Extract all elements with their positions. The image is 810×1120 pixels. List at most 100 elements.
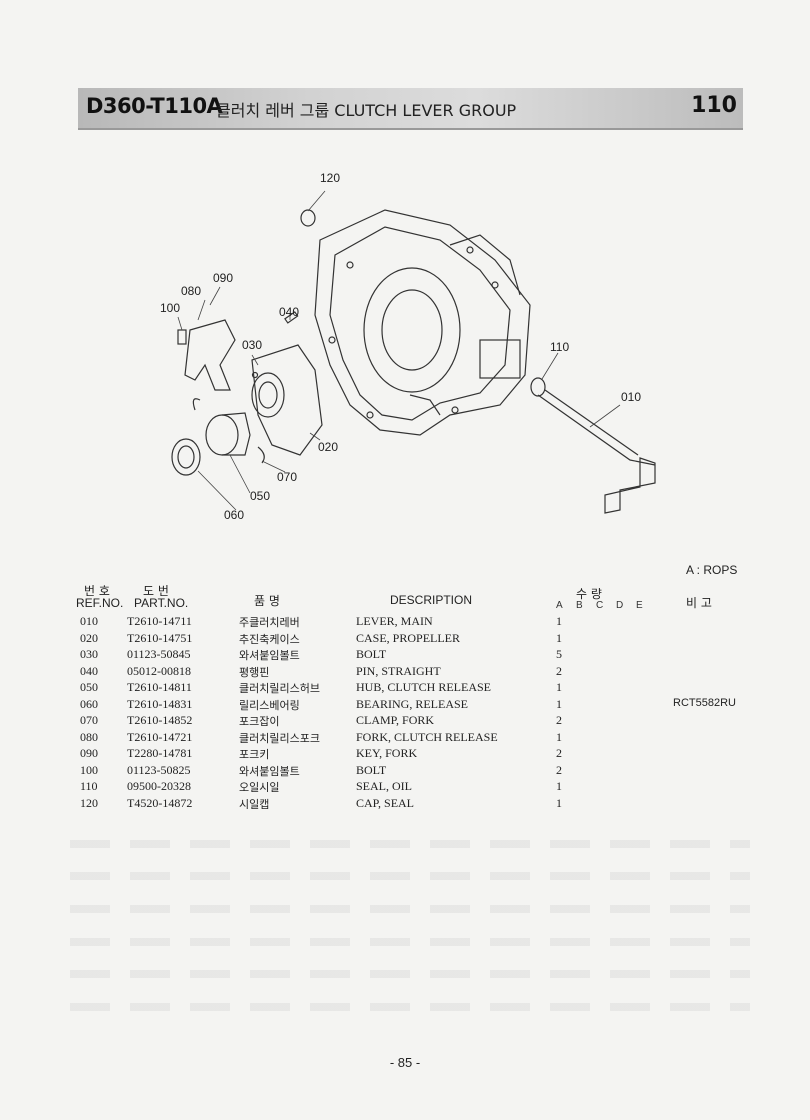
show-through-line	[70, 905, 750, 913]
part-qty: 1	[556, 614, 562, 628]
part-qty: 1	[556, 779, 562, 793]
part-description: LEVER, MAIN	[356, 614, 433, 628]
part-no: T4520-14872	[127, 795, 193, 810]
header-name-ko: 품 명	[254, 594, 280, 608]
qty-letter-c: C	[596, 600, 604, 611]
table-row: 080 T2610-14721 클러치릴리스포크 FORK, CLUTCH RE…	[80, 730, 760, 747]
part-no: T2610-14811	[127, 680, 192, 694]
callout-070: 070	[277, 470, 298, 484]
part-name-ko: 평행핀	[239, 665, 270, 679]
part-no: T2610-14852	[127, 713, 193, 727]
page-footer-number: - 85 -	[389, 1055, 421, 1070]
group-page-number: 110	[691, 93, 737, 118]
table-row: 090 T2280-14781 포크키 KEY, FORK 2	[80, 746, 760, 763]
table-row: 060 T2610-14831 릴리스베어링 BEARING, RELEASE …	[80, 697, 760, 714]
show-through-line	[70, 938, 750, 946]
ref-no: 040	[80, 663, 98, 678]
part-name-ko: 포크키	[239, 748, 270, 761]
part-name-ko: 포크잡이	[239, 715, 280, 728]
ref-no: 110	[80, 779, 98, 793]
part-qty: 2	[556, 663, 562, 678]
part-name-ko: 오일시일	[239, 781, 280, 794]
part-name-ko: 주클러치레버	[239, 616, 300, 629]
callout-010: 010	[621, 390, 642, 404]
ref-no: 090	[80, 746, 98, 760]
part-qty: 1	[556, 729, 562, 744]
part-description: FORK, CLUTCH RELEASE	[356, 729, 498, 744]
callout-060: 060	[224, 508, 245, 522]
table-row: 100 01123-50825 와셔붙임볼트 BOLT 2	[80, 763, 760, 780]
ref-no: 020	[80, 630, 98, 645]
table-row: 070 T2610-14852 포크잡이 CLAMP, FORK 2	[80, 713, 760, 730]
callout-030: 030	[242, 338, 263, 352]
part-description: CLAMP, FORK	[356, 713, 435, 727]
ref-no: 060	[80, 696, 98, 711]
header-description: DESCRIPTION	[390, 593, 473, 607]
part-qty: 2	[556, 713, 562, 727]
part-qty: 1	[556, 680, 562, 694]
header-part-ko: 도 번	[143, 584, 169, 598]
part-name-ko: 클러치릴리스허브	[239, 682, 320, 695]
part-name-ko: 릴리스베어링	[239, 698, 300, 712]
exploded-parts-diagram: 120 090 080 100 040 030 110 010 020 070 …	[150, 165, 670, 535]
part-qty: 1	[556, 795, 562, 810]
ref-no: 050	[80, 680, 98, 694]
ref-no: 010	[80, 614, 98, 628]
callout-120: 120	[320, 171, 341, 185]
callout-090: 090	[213, 271, 234, 285]
part-no: T2610-14711	[127, 614, 192, 628]
part-no: 05012-00818	[127, 663, 191, 678]
part-no: T2610-14831	[127, 696, 193, 711]
part-no: 01123-50825	[127, 762, 191, 777]
header-qty-ko: 수 량	[576, 587, 602, 601]
table-row: 120 T4520-14872 시일캡 CAP, SEAL 1	[80, 796, 760, 813]
part-description: HUB, CLUTCH RELEASE	[356, 680, 491, 694]
table-row: 010 T2610-14711 주클러치레버 LEVER, MAIN 1	[80, 614, 760, 631]
header-part: PART.NO.	[134, 596, 189, 610]
qty-letter-d: D	[616, 600, 624, 611]
qty-letter-a: A	[556, 600, 563, 611]
header-ref: REF.NO.	[76, 596, 124, 610]
parts-table: 010 T2610-14711 주클러치레버 LEVER, MAIN 1 020…	[80, 614, 760, 812]
part-no: T2610-14721	[127, 729, 193, 744]
ref-no: 120	[80, 795, 98, 810]
part-description: CAP, SEAL	[356, 795, 415, 810]
table-row: 110 09500-20328 오일시일 SEAL, OIL 1	[80, 779, 760, 796]
part-name-ko: 와셔붙임볼트	[239, 764, 300, 778]
part-name-ko: 시일캡	[239, 797, 270, 811]
header-remarks-ko: 비 고	[686, 596, 712, 610]
table-row: 030 01123-50845 와셔붙임볼트 BOLT 5	[80, 647, 760, 664]
part-qty: 5	[556, 647, 562, 661]
ref-no: 080	[80, 729, 98, 744]
part-name-ko: 클러치릴리스포크	[239, 731, 320, 745]
group-code: D360-T110A	[86, 94, 223, 118]
callout-110: 110	[550, 340, 570, 354]
part-name-ko: 추진축케이스	[239, 632, 300, 646]
callout-080: 080	[181, 284, 202, 298]
table-row: 040 05012-00818 평행핀 PIN, STRAIGHT 2	[80, 664, 760, 681]
part-no: T2280-14781	[127, 746, 193, 760]
part-description: SEAL, OIL	[356, 779, 412, 793]
page-header-banner: D360-T110A 클러치 레버 그룹 CLUTCH LEVER GROUP …	[78, 88, 743, 130]
show-through-line	[70, 1003, 750, 1011]
callout-020: 020	[318, 440, 339, 454]
ref-no: 030	[80, 647, 98, 661]
part-qty: 2	[556, 746, 562, 760]
part-description: KEY, FORK	[356, 746, 418, 760]
header-ref-ko: 번 호	[84, 584, 110, 598]
part-no: 09500-20328	[127, 779, 191, 793]
part-no: T2610-14751	[127, 630, 193, 645]
ref-no: 070	[80, 713, 98, 727]
model-legend: A : ROPS	[686, 563, 738, 577]
show-through-line	[70, 840, 750, 848]
show-through-line	[70, 970, 750, 978]
part-qty: 1	[556, 696, 562, 711]
callout-100: 100	[160, 301, 181, 315]
callout-050: 050	[250, 489, 271, 503]
part-qty: 1	[556, 630, 562, 645]
part-description: PIN, STRAIGHT	[356, 663, 441, 678]
group-title: 클러치 레버 그룹 CLUTCH LEVER GROUP	[216, 101, 517, 120]
part-qty: 2	[556, 762, 562, 777]
